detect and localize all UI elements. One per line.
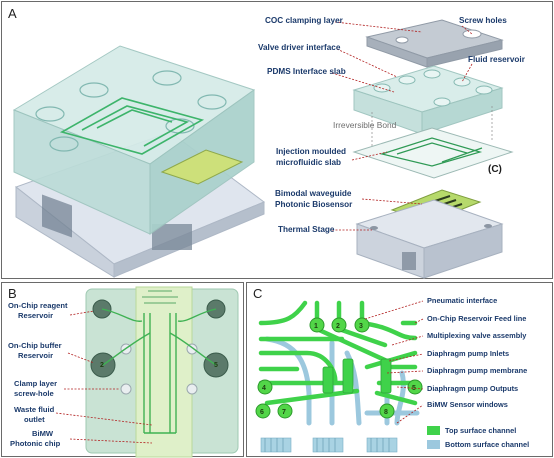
panel-c: C [246,282,553,457]
exploded-stack [352,19,514,279]
valve-number-5: 5 [412,385,416,392]
assembled-device [12,45,266,278]
waste-outlet-label-line1: Waste fluid [14,405,55,414]
coc-clamping-layer-label: COC clamping layer [265,16,343,25]
panel-b-illustration: 2 5 [55,286,239,458]
valve-number-2: 2 [336,323,340,330]
reagent-reservoir-label-line2: Reservoir [18,311,54,320]
multiplexing-valve-label: Multiplexing valve assembly [427,331,527,340]
svg-text:5: 5 [214,362,218,369]
valve-number-labels: 1 2 3 4 5 6 7 8 [260,323,416,416]
irreversible-bond-label: Irreversible Bond [333,120,397,130]
legend-swatch-bottom [427,440,440,449]
legend-bottom-channel-label: Bottom surface channel [445,440,530,449]
bimw-chip-label-line2: Photonic chip [10,439,61,448]
legend-top-channel-label: Top surface channel [445,426,517,435]
valve-number-8: 8 [384,409,388,416]
valve-markers [255,317,423,419]
panel-c-illustration: 1 2 3 4 5 6 7 8 [255,300,440,453]
valve-driver-interface-label: Valve driver interface [258,43,341,52]
valve-number-4: 4 [262,385,266,392]
thermal-stage-label: Thermal Stage [278,225,335,234]
sensor-windows [260,437,398,453]
valve-number-1: 1 [314,323,318,330]
clamp-screw-hole-label-line2: screw-hole [14,389,54,398]
waste-outlet-label-line2: outlet [24,415,45,424]
pump-inlets-label: Diaphragm pump Inlets [427,349,510,358]
legend-swatch-top [427,426,440,435]
svg-text:2: 2 [100,362,104,369]
bimodal-waveguide-label-line2: Photonic Biosensor [275,200,353,209]
panel-b-label: B [8,286,17,301]
panel-a: A [1,1,553,279]
injection-moulded-label-line1: Injection moulded [276,147,347,156]
pdms-interface-slab-label: PDMS Interface slab [267,67,346,76]
reservoir-feed-line-label: On-Chip Reservoir Feed line [427,314,527,323]
panel-a-illustration [12,19,514,279]
fluid-reservoir-label: Fluid reservoir [468,55,525,64]
valve-number-3: 3 [359,323,363,330]
valve-number-6: 6 [260,409,264,416]
valve-number-7: 7 [282,409,286,416]
bimodal-waveguide-label-line1: Bimodal waveguide [275,189,352,198]
screw-holes-label: Screw holes [459,16,507,25]
panel-c-label: C [253,286,263,301]
sublabel-c: (C) [488,164,502,175]
panel-a-label: A [8,6,17,21]
buffer-reservoir-label-line2: Reservoir [18,351,54,360]
bimw-chip-label-line1: BiMW [32,429,54,438]
pump-outputs-label: Diaphragm pump Outputs [427,384,519,393]
injection-moulded-label-line2: microfluidic slab [276,158,342,167]
sensor-windows-label: BiMW Sensor windows [427,400,508,409]
panel-b: B [1,282,244,458]
pump-membrane-label: Diaphragm pump membrane [427,366,528,375]
buffer-reservoir-label-line1: On-Chip buffer [8,341,62,350]
pneumatic-interface-label: Pneumatic interface [427,296,498,305]
clamp-screw-hole-label-line1: Clamp layer [14,379,58,388]
reagent-reservoir-label-line1: On-Chip reagent [8,301,68,310]
leader-lines-a [331,21,473,231]
